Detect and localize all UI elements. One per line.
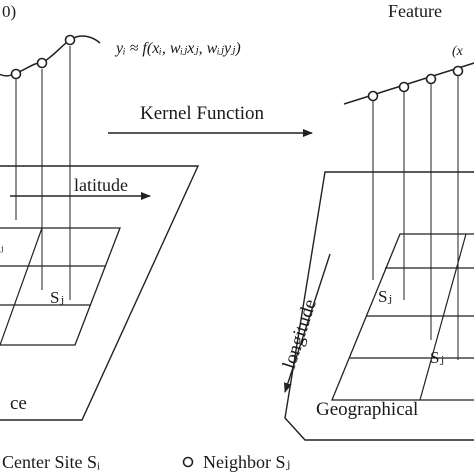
right-coord-partial: (x [452, 44, 464, 59]
longitude-arrow [283, 253, 331, 393]
left-grid-line-v1 [0, 227, 43, 346]
formula-label: yᵢ ≈ f(xᵢ, wᵢⱼxⱼ, wᵢⱼyⱼ) [114, 40, 241, 57]
neighbor-legend-icon [182, 456, 194, 468]
legend-center-site-label: Center Site Sᵢ [2, 452, 100, 472]
right-grid-line-v1 [419, 233, 467, 401]
left-bottom-partial-label: ce [10, 393, 27, 414]
neighbor-point [36, 57, 48, 69]
right-bottom-label: Geographical [316, 399, 418, 420]
left-cell-label-sj: Sⱼ [50, 288, 64, 307]
neighbor-point [452, 65, 464, 77]
legend: Center Site Sᵢ Neighbor Sⱼ [2, 452, 290, 472]
kernel-function: Kernel Function [108, 103, 313, 137]
right-cell-label-sj-lower: Sⱼ [430, 348, 444, 367]
left-inner-grid [0, 227, 121, 346]
kernel-function-label: Kernel Function [140, 103, 265, 124]
neighbor-point [10, 68, 22, 80]
right-feature-line [343, 62, 474, 105]
longitude-label: longitude [279, 297, 321, 372]
right-title-partial: Feature [388, 1, 442, 21]
neighbor-point [398, 81, 410, 93]
latitude-label: latitude [74, 175, 128, 195]
right-outer-plane [284, 171, 474, 441]
left-panel: 0) yᵢ ≈ f(xᵢ, wᵢⱼxⱼ, wᵢⱼyⱼ) latitude ⱼ S… [0, 2, 241, 421]
left-outer-plane [0, 165, 200, 421]
left-cell-label: ⱼ [0, 239, 3, 254]
neighbor-point [425, 73, 437, 85]
right-cell-label-sj-upper: Sⱼ [378, 287, 392, 306]
left-top-partial-label: 0) [2, 2, 16, 21]
neighbor-point [367, 90, 379, 102]
right-panel: Feature (x longitude Sⱼ Sⱼ Geographical [279, 1, 474, 441]
neighbor-point [64, 34, 76, 46]
legend-neighbor-label: Neighbor Sⱼ [203, 452, 290, 472]
right-inner-grid [331, 233, 474, 401]
